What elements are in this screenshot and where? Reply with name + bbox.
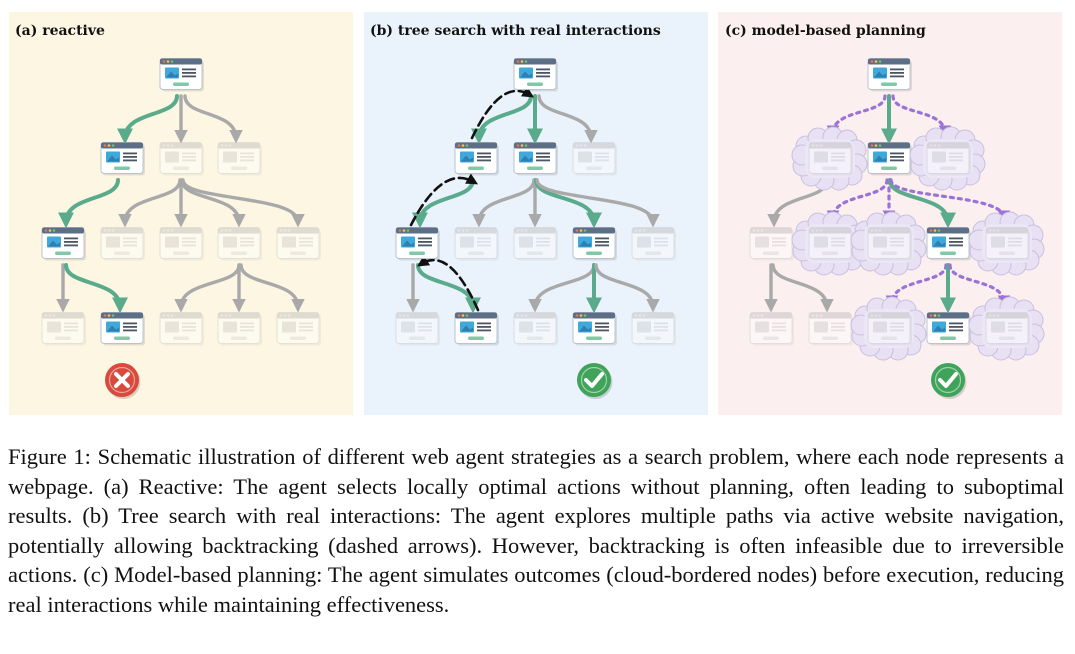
webpage-node-icon — [454, 142, 499, 176]
diagram-nodes — [41, 58, 1045, 361]
webpage-node-icon — [808, 312, 853, 346]
webpage-node-icon — [159, 227, 204, 261]
success-check-icon — [577, 363, 613, 399]
webpage-node-icon — [513, 227, 558, 261]
edge-purple — [891, 94, 952, 139]
webpage-node-icon — [100, 142, 145, 176]
webpage-node-icon — [631, 312, 676, 346]
webpage-node-icon — [454, 312, 499, 346]
edge-b-backtrack-2 — [409, 173, 479, 227]
webpage-node-icon — [217, 227, 262, 261]
webpage-node-icon — [867, 58, 912, 92]
webpage-node-icon — [749, 312, 794, 346]
edge-purple — [826, 178, 889, 224]
cloud-webpage-node-icon — [968, 296, 1045, 361]
cloud-webpage-node-icon — [791, 211, 868, 276]
edge-green — [471, 94, 533, 145]
edge-gray — [537, 94, 598, 144]
webpage-node-icon — [100, 227, 145, 261]
diagram-outcomes — [105, 363, 967, 399]
panel-a-title: (a) reactive — [15, 23, 105, 39]
edge-gray — [118, 178, 182, 228]
webpage-node-icon — [572, 227, 617, 261]
edge-gray — [771, 263, 834, 313]
webpage-node-icon — [454, 227, 499, 261]
webpage-node-icon — [749, 227, 794, 261]
edge-b-backtrack-1 — [470, 86, 534, 140]
edge-gray — [594, 263, 660, 313]
diagram-edges — [56, 86, 1011, 314]
caption-label: Figure 1: — [8, 444, 91, 469]
cloud-border — [850, 211, 927, 276]
caption-text: Schematic illustration of different web … — [8, 444, 1064, 617]
webpage-node-icon — [513, 312, 558, 346]
cloud-border — [968, 211, 1045, 276]
edge-gray — [180, 178, 246, 228]
cloud-border — [791, 211, 868, 276]
edge-green — [888, 178, 956, 229]
webpage-node-icon — [276, 227, 321, 261]
cloud-border — [968, 296, 1045, 361]
webpage-node-icon — [159, 312, 204, 346]
cloud-border — [850, 296, 927, 361]
panel-b-title: (b) tree search with real interactions — [370, 23, 661, 39]
webpage-node-icon — [631, 227, 676, 261]
webpage-node-icon — [41, 227, 86, 261]
cloud-webpage-node-icon — [850, 211, 927, 276]
edge-a-root-left — [117, 94, 179, 145]
edge-gray — [174, 263, 241, 313]
panel-c-title: (c) model-based planning — [725, 23, 926, 39]
cloud-webpage-node-icon — [850, 296, 927, 361]
webpage-node-icon — [572, 142, 617, 176]
cloud-border — [791, 126, 868, 191]
webpage-node-icon — [217, 142, 262, 176]
edge-b-backtrack-3 — [417, 255, 480, 312]
edge-gray — [472, 178, 536, 228]
edge-a-to-final — [64, 263, 128, 314]
edge-gray — [183, 94, 243, 144]
edge-green — [416, 263, 481, 314]
webpage-node-icon — [572, 312, 617, 346]
edge-gray — [535, 178, 660, 228]
webpage-node-icon — [867, 142, 912, 176]
webpage-node-icon — [159, 58, 204, 92]
edge-green — [534, 178, 602, 229]
webpage-node-icon — [513, 58, 558, 92]
cloud-webpage-node-icon — [909, 126, 986, 191]
cloud-webpage-node-icon — [791, 126, 868, 191]
success-check-icon — [931, 363, 967, 399]
fail-x-icon — [105, 363, 141, 399]
webpage-node-icon — [395, 227, 440, 261]
edge-purple — [826, 94, 887, 139]
webpage-node-icon — [513, 142, 558, 176]
webpage-node-icon — [926, 312, 971, 346]
webpage-node-icon — [41, 312, 86, 346]
webpage-node-icon — [217, 312, 262, 346]
figure-caption: Figure 1: Schematic illustration of diff… — [8, 442, 1064, 620]
webpage-node-icon — [100, 312, 145, 346]
webpage-node-icon — [276, 312, 321, 346]
webpage-node-icon — [926, 227, 971, 261]
edge-purple — [948, 263, 1011, 309]
edge-gray — [181, 178, 305, 228]
cloud-webpage-node-icon — [968, 211, 1045, 276]
edge-purple — [885, 263, 948, 309]
edge-green — [412, 178, 475, 229]
cloud-border — [909, 126, 986, 191]
webpage-node-icon — [395, 312, 440, 346]
edge-a-left-left — [58, 178, 120, 229]
figure-diagram: (a) reactive (b) tree search with real i… — [9, 12, 1062, 415]
webpage-node-icon — [159, 142, 204, 176]
edge-gray — [528, 263, 596, 313]
edge-purple — [889, 178, 1011, 224]
edge-gray — [239, 263, 305, 313]
